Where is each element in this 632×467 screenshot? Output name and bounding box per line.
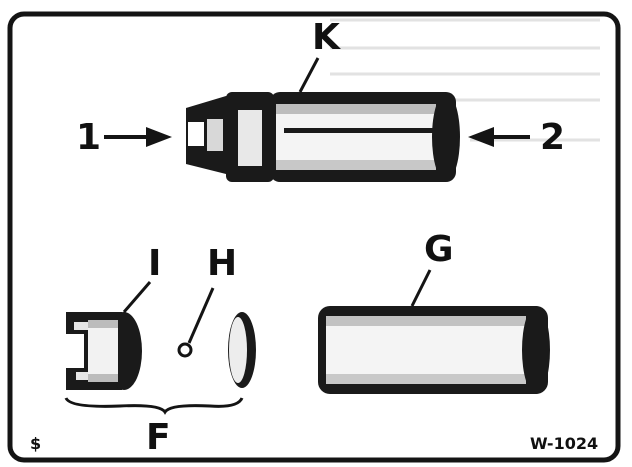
label-2: 2	[540, 117, 566, 158]
arrow-1	[104, 127, 172, 147]
brace-f	[64, 397, 244, 415]
leader-i	[122, 281, 152, 313]
arrow-2	[468, 127, 530, 147]
part-g-cylinder	[318, 306, 550, 394]
label-k: K	[312, 17, 340, 58]
figure-code: W-1024	[530, 434, 599, 453]
part-k-slit	[284, 128, 436, 133]
label-f: F	[146, 417, 171, 458]
label-h: H	[207, 243, 238, 284]
leader-h	[187, 287, 215, 344]
label-1: 1	[76, 117, 102, 158]
leader-g	[410, 269, 432, 307]
part-i-cup	[66, 312, 142, 390]
part-k-right-end	[432, 93, 460, 181]
part-k-assembly	[186, 92, 460, 182]
corner-mark: $	[30, 434, 42, 453]
label-i: I	[148, 243, 162, 284]
label-g: G	[424, 229, 454, 270]
part-h-ball	[177, 342, 193, 358]
part-disc	[228, 312, 256, 388]
leader-k	[298, 57, 320, 93]
